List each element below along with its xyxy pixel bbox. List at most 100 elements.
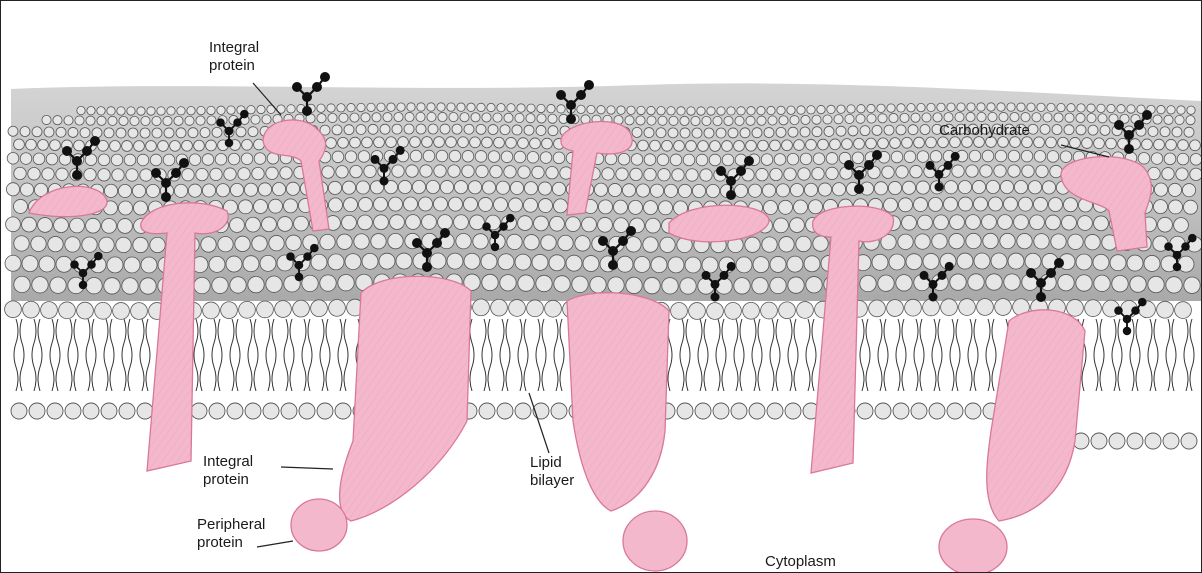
phospholipid-head-icon [656,128,666,138]
phospholipid-head-icon [869,300,886,317]
phospholipid-head-icon [479,197,493,211]
phospholipid-head-icon [405,112,414,121]
phospholipid-head-icon [1094,138,1105,149]
phospholipid-head-icon [48,236,63,251]
phospholipid-head-icon [776,184,789,197]
phospholipid-head-icon [657,154,669,166]
sugar-unit [482,222,491,231]
phospholipid-head-icon [933,113,942,122]
lipid-tail-icon [236,319,240,391]
phospholipid-head-icon [317,114,326,123]
phospholipid-head-icon [53,116,62,125]
phospholipid-head-icon [575,236,590,251]
phospholipid-head-icon [174,184,187,197]
phospholipid-head-icon [800,153,812,165]
lipid-tail-icon [992,319,996,391]
sugar-unit [1054,258,1064,268]
phospholipid-head-icon [269,235,284,250]
phospholipid-head-icon [1064,125,1074,135]
sugar-unit [292,82,302,92]
sugar-unit [87,260,96,269]
phospholipid-head-icon [572,276,588,292]
phospholipid-head-icon [1148,276,1164,292]
phospholipid-head-icon [659,201,673,215]
phospholipid-head-icon [202,184,215,197]
phospholipid-head-icon [1030,215,1045,230]
phospholipid-head-icon [426,180,439,193]
lipid-tail-icon [806,319,810,391]
lipid-tail-icon [542,319,546,391]
phospholipid-head-icon [80,128,90,138]
phospholipid-head-icon [507,104,515,112]
phospholipid-head-icon [680,116,689,125]
phospholipid-head-icon [644,201,658,215]
phospholipid-head-icon [392,124,402,134]
lipid-tail-icon [716,319,720,391]
phospholipid-head-icon [427,112,436,121]
sugar-unit [286,252,295,261]
phospholipid-head-icon [254,200,268,214]
phospholipid-head-icon [955,113,964,122]
phospholipid-head-icon [762,184,775,197]
phospholipid-head-icon [207,116,216,125]
phospholipid-head-icon [1047,151,1059,163]
phospholipid-head-icon [236,127,246,137]
phospholipid-head-icon [336,166,348,178]
phospholipid-head-icon [243,256,259,272]
phospholipid-head-icon [14,236,29,251]
phospholipid-head-icon [374,137,385,148]
phospholipid-head-icon [891,151,903,163]
phospholipid-head-icon [779,302,796,319]
phospholipid-head-icon [501,151,513,163]
lipid-tail-icon [1118,319,1122,391]
sugar-unit [608,246,618,256]
lipid-tail-icon [344,319,348,391]
phospholipid-head-icon [119,403,135,419]
lipid-tail-icon [50,319,54,391]
phospholipid-head-icon [1106,138,1117,149]
lipid-tail-icon [776,319,780,391]
sugar-unit [171,168,181,178]
phospholipid-head-icon [226,256,242,272]
lipid-tail-icon [1148,319,1152,391]
phospholipid-head-icon [350,165,362,177]
sugar-unit [233,118,242,127]
phospholipid-head-icon [1160,127,1170,137]
phospholipid-head-icon [517,104,525,112]
phospholipid-head-icon [64,116,73,125]
phospholipid-head-icon [1058,274,1074,290]
label-integral-protein-top: Integral protein [209,39,259,75]
phospholipid-head-icon [187,107,195,115]
phospholipid-head-icon [182,140,193,151]
phospholipid-head-icon [1091,433,1107,449]
phospholipid-head-icon [278,217,293,232]
phospholipid-head-icon [196,168,208,180]
phospholipid-head-icon [767,403,783,419]
sugar-unit [935,183,944,192]
sugar-unit [944,161,953,170]
sugar-unit [935,170,944,179]
phospholipid-head-icon [952,165,964,177]
phospholipid-head-icon [515,254,531,270]
phospholipid-head-icon [287,105,295,113]
phospholipid-head-icon [826,153,838,165]
phospholipid-head-icon [434,137,445,148]
phospholipid-head-icon [254,153,266,165]
phospholipid-head-icon [888,181,901,194]
phospholipid-head-icon [524,182,537,195]
phospholipid-head-icon [342,215,357,230]
phospholipid-head-icon [737,107,745,115]
phospholipid-head-icon [683,154,695,166]
phospholipid-head-icon [482,137,493,148]
phospholipid-head-icon [658,116,667,125]
phospholipid-head-icon [344,125,354,135]
phospholipid-head-icon [796,236,811,251]
phospholipid-head-icon [294,216,309,231]
phospholipid-head-icon [598,217,613,232]
phospholipid-head-icon [394,112,403,121]
phospholipid-head-icon [686,169,698,181]
phospholipid-head-icon [617,256,633,272]
phospholipid-head-icon [1107,104,1115,112]
phospholipid-head-icon [1154,183,1167,196]
phospholipid-head-icon [1186,116,1195,125]
